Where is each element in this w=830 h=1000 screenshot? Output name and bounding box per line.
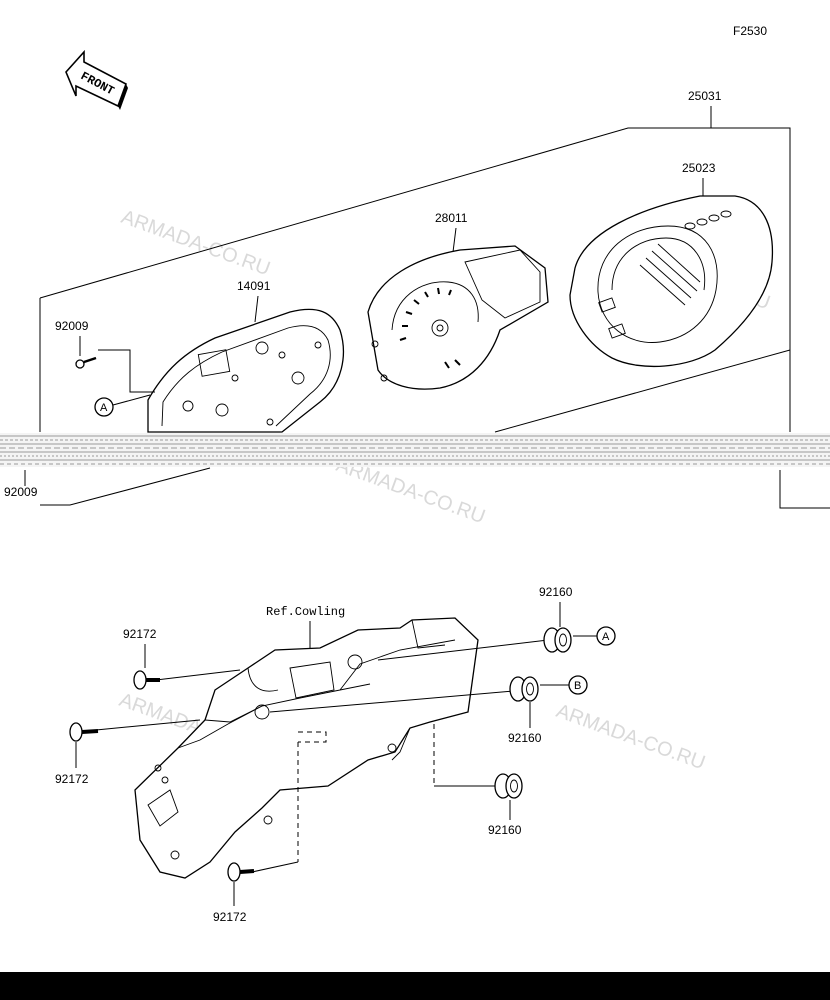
figure-code: F2530	[733, 24, 767, 38]
ref-cowling-label: Ref.Cowling	[266, 605, 345, 619]
damper-b	[509, 676, 539, 702]
label-14091: 14091	[237, 279, 271, 293]
label-25023: 25023	[682, 161, 716, 175]
label-92009-upper: 92009	[55, 319, 89, 333]
watermark-5: ARMADA-CO.RU	[553, 700, 708, 774]
meter-case	[569, 195, 774, 367]
screw-92009	[75, 356, 97, 369]
bottom-bar	[0, 972, 830, 1000]
callout-a-upper: A	[94, 394, 151, 417]
cowling-bracket	[134, 617, 479, 879]
bolt-92172-3	[227, 862, 255, 882]
callout-b-lower-text: B	[574, 680, 581, 692]
label-92160-c: 92160	[488, 823, 522, 837]
center-lines	[297, 724, 435, 862]
callout-b-lower: B	[568, 675, 588, 695]
label-92160-b: 92160	[508, 731, 542, 745]
label-92009-lower: 92009	[4, 485, 38, 499]
tach-marks	[399, 287, 461, 369]
label-92172-1: 92172	[123, 627, 157, 641]
lower-case	[147, 308, 345, 433]
label-92172-2: 92172	[55, 772, 89, 786]
label-28011: 28011	[435, 211, 468, 225]
torn-band	[0, 433, 830, 467]
callout-a-lower-text: A	[602, 631, 610, 643]
leader-lines	[95, 639, 549, 873]
label-25031: 25031	[688, 89, 722, 103]
label-92160-a: 92160	[539, 585, 573, 599]
bolt-92172-1	[133, 670, 160, 690]
assembly-frame	[39, 127, 830, 509]
damper-a	[543, 627, 572, 653]
bolt-92172-2	[69, 722, 99, 742]
front-arrow-icon: FRONT	[65, 49, 128, 110]
tachometer-unit	[367, 245, 549, 390]
callout-a-lower: A	[596, 626, 616, 646]
indicator-lights	[684, 210, 732, 230]
damper-c	[494, 773, 523, 799]
label-92172-3: 92172	[213, 910, 247, 924]
callout-a-upper-text: A	[100, 402, 108, 414]
